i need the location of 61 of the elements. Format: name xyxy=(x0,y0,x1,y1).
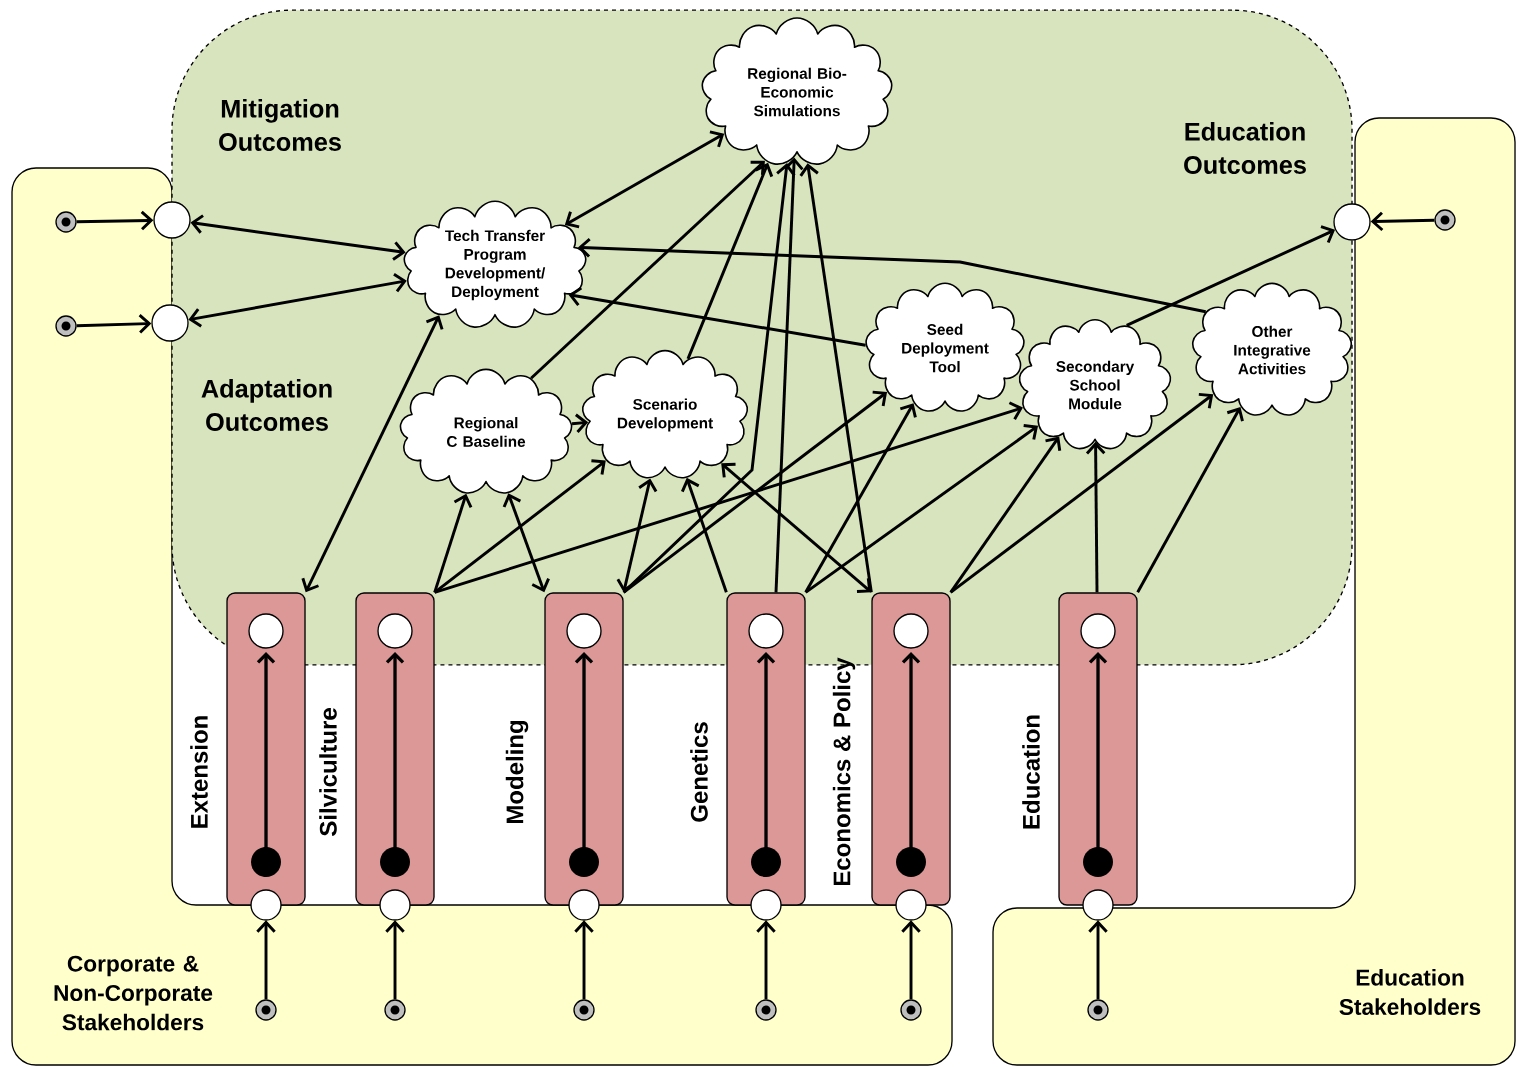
cloud: Regional C Baseline xyxy=(399,368,573,494)
arrow xyxy=(756,920,776,1000)
arrow xyxy=(190,214,406,261)
region-heading: Education Outcomes xyxy=(1184,122,1306,174)
discipline-label: Genetics xyxy=(690,722,708,822)
arrow xyxy=(616,478,658,593)
arrow xyxy=(577,238,1206,314)
source-dot xyxy=(755,999,777,1021)
arrow xyxy=(1370,211,1435,232)
arrow xyxy=(564,130,725,229)
arrow xyxy=(1126,225,1336,327)
source-dot xyxy=(55,315,77,337)
arrow xyxy=(76,210,154,231)
discipline-label: Education xyxy=(1022,715,1040,829)
discipline-label: Modeling xyxy=(505,720,529,824)
arrow xyxy=(385,920,405,1000)
arrow xyxy=(1136,406,1244,594)
cloud: Regional Bio-Economic Simulations xyxy=(701,17,893,165)
arrow xyxy=(76,314,152,334)
source-dot xyxy=(1434,209,1456,231)
port-circle xyxy=(153,201,191,239)
source-dot xyxy=(900,999,922,1021)
arrow xyxy=(188,273,407,328)
arrow xyxy=(434,401,1023,594)
arrow xyxy=(568,286,866,347)
arrow xyxy=(1085,441,1106,593)
source-dot xyxy=(384,999,406,1021)
arrow xyxy=(804,403,917,594)
arrow xyxy=(301,315,444,593)
arrow xyxy=(530,160,765,380)
arrow xyxy=(680,477,728,593)
cloud: Tech Transfer Program Development/ Deployment xyxy=(403,200,587,328)
arrow xyxy=(433,459,606,594)
region-heading: Adaptation Outcomes xyxy=(201,379,332,431)
discipline-label: Economics & Policy xyxy=(832,657,856,886)
port-circle xyxy=(1333,203,1371,241)
region-heading: Mitigation Outcomes xyxy=(219,99,341,151)
arrow xyxy=(804,424,1039,594)
discipline-label: Extension xyxy=(190,716,208,828)
source-dot xyxy=(1087,999,1109,1021)
arrow xyxy=(433,493,473,593)
arrow xyxy=(622,390,888,594)
source-dot xyxy=(255,999,277,1021)
arrow xyxy=(949,392,1214,594)
arrow xyxy=(721,462,872,593)
arrow xyxy=(686,162,774,360)
arrow xyxy=(774,157,804,593)
arrow xyxy=(574,920,594,1000)
cloud: Scenario Development xyxy=(581,349,749,479)
arrow xyxy=(256,920,276,1000)
arrow xyxy=(949,436,1062,594)
cloud: Secondary School Module xyxy=(1018,319,1172,450)
cloud: Other Integrative Activities xyxy=(1191,282,1353,416)
source-dot xyxy=(55,211,77,233)
arrow xyxy=(799,163,873,593)
arrow xyxy=(502,493,550,593)
cloud: Seed Deployment Tool xyxy=(865,282,1025,412)
arrow xyxy=(1088,920,1108,1000)
discipline-label: Silviculture xyxy=(319,708,337,836)
arrow xyxy=(901,920,921,1000)
source-dot xyxy=(573,999,595,1021)
